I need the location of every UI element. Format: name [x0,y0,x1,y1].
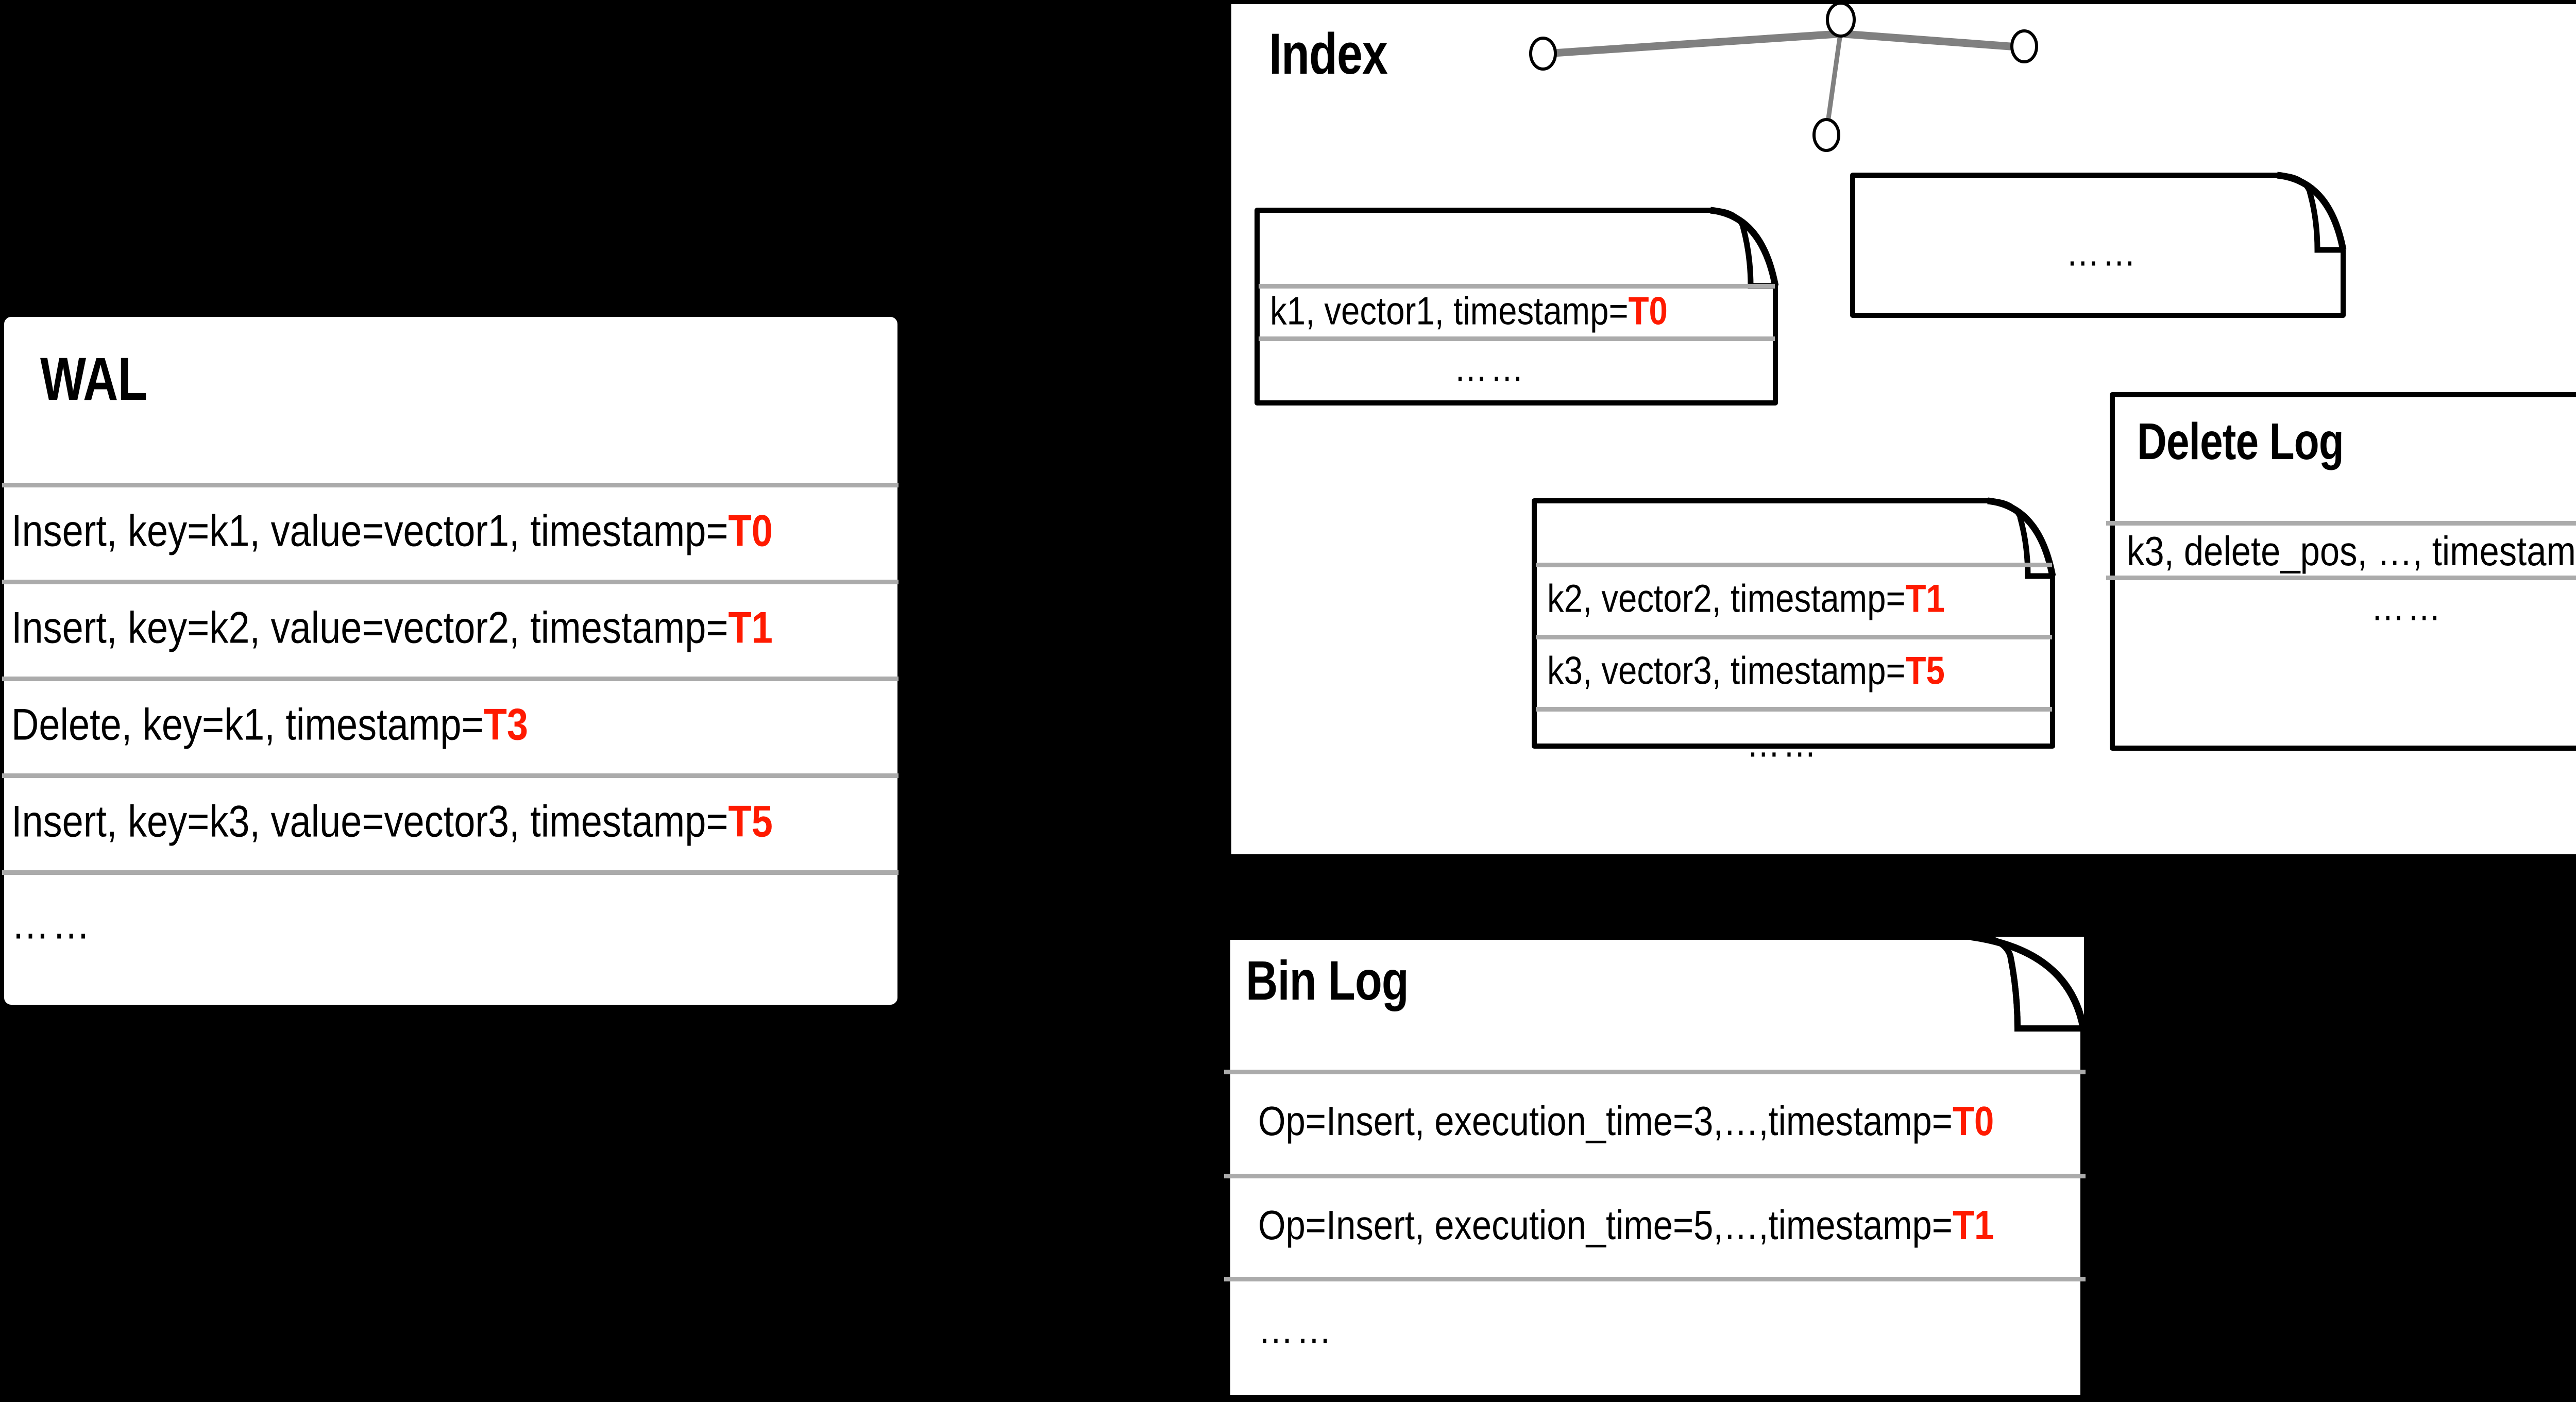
wal-divider-1 [2,580,899,584]
bin-log-row-1-timestamp: T1 [1952,1202,1994,1248]
wal-row-1: Insert, key=k2, value=vector2, timestamp… [11,603,773,654]
bin-log-title: Bin Log [1246,949,1409,1011]
index-leaf-bottom-row-1-text: k3, vector3, timestamp= [1547,649,1906,693]
index-title: Index [1269,22,1388,86]
bin-log-divider-0 [1224,1070,2086,1074]
wal-row-1-text: Insert, key=k2, value=vector2, timestamp… [11,603,728,653]
delete-log-row-0: k3, delete_pos, …, timestamp=T3 [2127,528,2576,575]
bin-log-row-0-timestamp: T0 [1952,1098,1994,1144]
bin-log-row-0-text: Op=Insert, execution_time=3,…,timestamp= [1258,1098,1953,1144]
index-leaf-right-ellipsis: …… [2066,230,2139,275]
delete-log-divider-1 [2106,576,2576,580]
index-panel [1231,4,2576,854]
wal-row-3-text: Insert, key=k3, value=vector3, timestamp… [11,797,728,847]
wal-row-2-timestamp: T3 [483,700,529,750]
wal-ellipsis: …… [11,899,93,949]
index-leaf-bottom-ellipsis: …… [1747,721,1820,766]
index-leaf-bottom-divider-2 [1536,707,2052,712]
index-leaf-left-divider-0 [1259,284,1775,289]
index-leaf-left-row-0-text: k1, vector1, timestamp= [1270,289,1629,333]
wal-divider-3 [2,773,899,778]
bin-log-row-1: Op=Insert, execution_time=5,…,timestamp=… [1258,1202,1994,1249]
wal-row-3: Insert, key=k3, value=vector3, timestamp… [11,797,773,848]
bin-log-divider-1 [1224,1174,2086,1178]
wal-row-3-timestamp: T5 [728,797,773,847]
index-leaf-bottom-divider-1 [1536,635,2052,639]
index-leaf-left-row-0-timestamp: T0 [1628,289,1668,333]
delete-log-title: Delete Log [2137,413,2344,470]
wal-row-0: Insert, key=k1, value=vector1, timestamp… [11,506,773,557]
index-leaf-bottom-row-0: k2, vector2, timestamp=T1 [1547,577,1945,621]
wal-row-1-timestamp: T1 [728,603,773,653]
index-leaf-bottom-row-0-text: k2, vector2, timestamp= [1547,577,1906,621]
bin-log-ellipsis: …… [1258,1306,1334,1352]
index-leaf-left-ellipsis: …… [1454,346,1527,390]
wal-divider-4 [2,870,899,875]
wal-row-0-text: Insert, key=k1, value=vector1, timestamp… [11,506,728,556]
wal-row-0-timestamp: T0 [728,506,773,556]
index-leaf-bottom-divider-0 [1536,563,2052,567]
bin-log-row-1-text: Op=Insert, execution_time=5,…,timestamp= [1258,1202,1953,1248]
wal-divider-2 [2,677,899,681]
wal-row-2: Delete, key=k1, timestamp=T3 [11,700,528,751]
index-leaf-bottom-row-1: k3, vector3, timestamp=T5 [1547,649,1945,694]
wal-row-2-text: Delete, key=k1, timestamp= [11,700,484,750]
index-leaf-bottom-row-1-timestamp: T5 [1905,649,1945,693]
delete-log-row-0-text: k3, delete_pos, …, timestamp= [2127,528,2576,574]
bin-log-divider-2 [1224,1277,2086,1281]
wal-divider-0 [2,483,899,487]
delete-log-ellipsis: …… [2371,585,2444,629]
index-leaf-left-divider-1 [1259,336,1775,341]
delete-log-divider-0 [2106,521,2576,526]
wal-panel [4,317,897,1005]
index-leaf-bottom-row-0-timestamp: T1 [1905,577,1945,621]
index-leaf-left-row-0: k1, vector1, timestamp=T0 [1270,289,1668,334]
wal-title: WAL [40,345,147,413]
bin-log-row-0: Op=Insert, execution_time=3,…,timestamp=… [1258,1097,1994,1145]
